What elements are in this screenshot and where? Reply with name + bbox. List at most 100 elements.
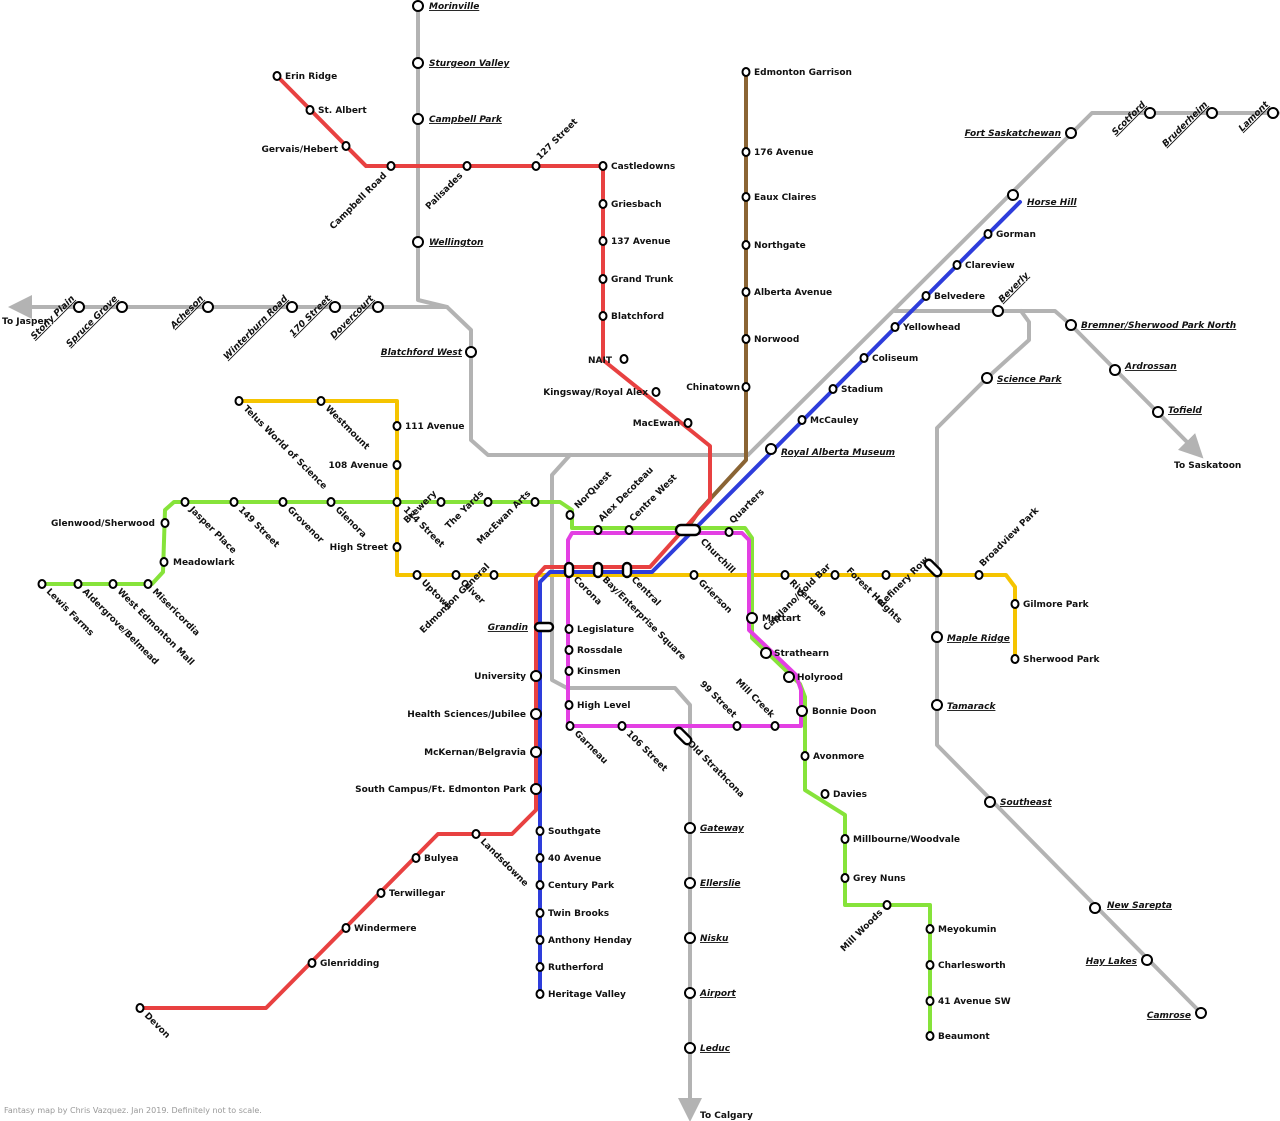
station-marker[interactable] [684,932,696,944]
station-marker[interactable] [1152,406,1164,418]
station-marker[interactable] [372,301,384,313]
station-gateway[interactable]: Gateway [684,822,745,834]
station-lamont[interactable]: Lamont [1237,100,1279,134]
station-marker[interactable] [984,796,996,808]
station-avonmore[interactable]: Avonmore [800,751,865,762]
station-palisades[interactable]: Palisades [424,161,472,212]
station-marker[interactable] [272,71,282,81]
station-street-106[interactable]: 106 Street [617,721,670,775]
station-ave-137[interactable]: 137 Avenue [598,236,671,247]
station-marker[interactable] [412,570,422,580]
station-clareview[interactable]: Clareview [952,260,1015,271]
station-marker[interactable] [741,67,751,77]
station-marker[interactable] [376,888,386,898]
station-new-sarepta[interactable]: New Sarepta [1089,901,1172,914]
station-bonnie-doon[interactable]: Bonnie Doon [796,705,876,717]
station-fort-saskatchewan[interactable]: Fort Saskatchewan [965,127,1077,139]
station-mckernan[interactable]: McKernan/Belgravia [424,746,542,758]
station-marker[interactable] [828,384,838,394]
station-marker[interactable] [73,301,85,313]
station-rossdale[interactable]: Rossdale [564,645,623,656]
station-davies[interactable]: Davies [820,789,867,800]
station-gervais-hebert[interactable]: Gervais/Hebert [261,141,351,155]
station-heritage-valley[interactable]: Heritage Valley [535,989,627,1000]
station-marker[interactable] [316,396,326,406]
station-marker[interactable] [1089,902,1101,914]
station-marker[interactable] [925,960,935,970]
station-bruderheim[interactable]: Bruderheim [1161,100,1218,149]
station-marker[interactable] [535,853,545,863]
station-marker[interactable] [925,924,935,934]
station-meadowlark[interactable]: Meadowlark [159,557,236,568]
station-marker[interactable] [392,497,402,507]
station-ellerslie[interactable]: Ellerslie [684,877,741,889]
station-garneau[interactable]: Garneau [565,721,610,766]
station-marker[interactable] [931,631,943,643]
station-marker[interactable] [531,161,541,171]
station-sturgeon-valley[interactable]: Sturgeon Valley [412,57,511,69]
station-marker[interactable] [143,579,153,589]
station-marker[interactable] [859,353,869,363]
station-chinatown[interactable]: Chinatown [686,382,751,393]
station-marker[interactable] [619,354,629,364]
station-gorman[interactable]: Gorman [983,229,1036,240]
station-high-street[interactable]: High Street [330,542,402,553]
station-marker[interactable] [925,1031,935,1041]
station-marker[interactable] [931,699,943,711]
station-telus[interactable]: Telus World of Science [234,396,329,492]
station-royal-alberta-museum[interactable]: Royal Alberta Museum [765,443,895,458]
station-marker[interactable] [741,382,751,392]
station-marker[interactable] [741,147,751,157]
station-marker[interactable] [981,372,993,384]
station-street-127[interactable]: 127 Street [531,117,581,171]
station-marker[interactable] [436,497,446,507]
station-camrose[interactable]: Camrose [1147,1007,1207,1021]
station-castledowns[interactable]: Castledowns [598,161,676,172]
station-bulyea[interactable]: Bulyea [411,853,459,864]
station-st-albert[interactable]: St. Albert [305,105,368,116]
station-bremner[interactable]: Bremner/Sherwood Park North [1065,319,1236,331]
station-marker[interactable] [617,721,627,731]
station-kinsmen[interactable]: Kinsmen [564,666,621,677]
station-marker[interactable] [684,987,696,999]
station-holyrood[interactable]: Holyrood [783,671,843,683]
station-marker[interactable] [741,287,751,297]
station-rutherford[interactable]: Rutherford [535,962,604,973]
station-airport[interactable]: Airport [684,987,737,999]
station-marker[interactable] [159,557,169,567]
station-marker[interactable] [684,877,696,889]
station-marker[interactable] [564,645,574,655]
station-edmonton-garrison[interactable]: Edmonton Garrison [741,67,852,78]
station-tofield[interactable]: Tofield [1152,406,1202,418]
station-southgate[interactable]: Southgate [535,826,601,837]
station-marker[interactable] [341,141,351,151]
station-macewan[interactable]: MacEwan [633,418,693,429]
station-grand-trunk[interactable]: Grand Trunk [598,274,675,285]
station-refinery-row[interactable]: Refinery Row [877,555,943,610]
station-glenwood[interactable]: Glenwood/Sherwood [51,518,170,529]
station-leduc[interactable]: Leduc [684,1042,731,1054]
station-marker[interactable] [392,542,402,552]
station-marker[interactable] [1141,954,1153,966]
station-marker[interactable] [412,113,424,125]
station-marker[interactable] [983,229,993,239]
station-norwood[interactable]: Norwood [741,334,800,345]
station-century-park[interactable]: Century Park [535,880,616,891]
station-ave-176[interactable]: 176 Avenue [741,147,814,158]
station-marker[interactable] [564,624,574,634]
station-anthony-henday[interactable]: Anthony Henday [535,935,632,946]
station-horse-hill[interactable]: Horse Hill [1007,189,1077,208]
station-marker[interactable] [307,958,317,968]
station-marker[interactable] [674,523,702,537]
station-marker[interactable] [1065,127,1077,139]
station-street-99[interactable]: 99 Street [697,680,742,731]
station-marker[interactable] [565,510,575,520]
station-ardrossan[interactable]: Ardrossan [1109,362,1177,376]
station-ave-41-sw[interactable]: 41 Avenue SW [925,996,1011,1007]
station-morinville[interactable]: Morinville [412,0,479,12]
station-strathearn[interactable]: Strathearn [760,647,829,659]
station-erin-ridge[interactable]: Erin Ridge [272,71,338,82]
station-sherwood-park[interactable]: Sherwood Park [1010,654,1101,665]
station-marker[interactable] [741,240,751,250]
station-marker[interactable] [392,421,402,431]
